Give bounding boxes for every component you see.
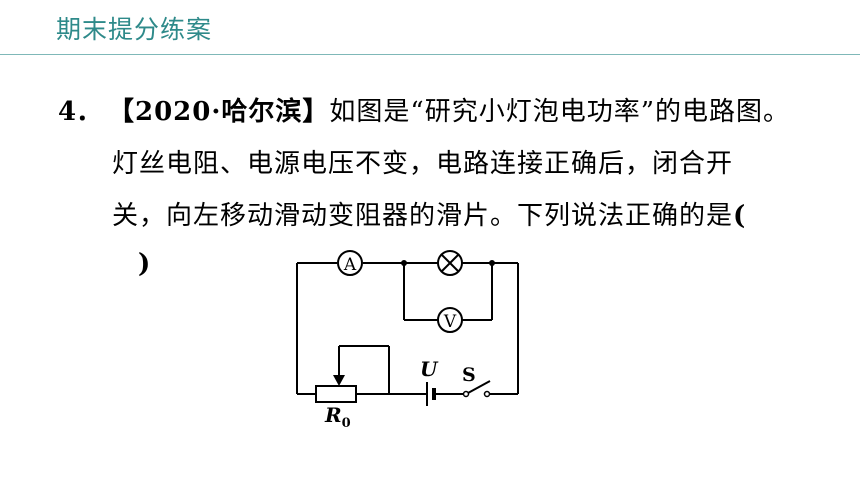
question-line-3: 关，向左移动滑动变阻器的滑片。下列说法正确的是(: [112, 195, 746, 232]
question-line-3-text: 关，向左移动滑动变阻器的滑片。下列说法正确的是: [112, 201, 734, 231]
voltmeter-icon: V: [437, 307, 463, 333]
junction-left: [401, 260, 407, 266]
answer-paren-open: (: [733, 201, 747, 231]
rheostat-label: R0: [324, 403, 351, 431]
rheostat-subscript: 0: [342, 416, 351, 431]
lamp-icon: [437, 250, 463, 276]
slider-arrow-head: [333, 375, 345, 386]
answer-paren-close: ): [138, 249, 152, 279]
voltmeter-label: V: [443, 312, 457, 332]
header-title: 期末提分练案: [56, 15, 213, 44]
battery-icon: [426, 382, 436, 406]
question-line-1-text: 如图是“研究小灯泡电功率”的电路图。: [329, 97, 791, 127]
question-source: 【2020·哈尔滨】: [108, 97, 330, 127]
header-divider: [0, 54, 860, 55]
switch-label: S: [462, 364, 476, 386]
switch-icon: [462, 380, 491, 398]
ammeter-label: A: [343, 255, 357, 275]
rheostat-icon: [315, 375, 357, 403]
question-line-1: 【2020·哈尔滨】如图是“研究小灯泡电功率”的电路图。: [108, 91, 790, 128]
question-line-2: 灯丝电阻、电源电压不变，电路连接正确后，闭合开: [112, 149, 734, 179]
ammeter-icon: A: [337, 250, 363, 276]
source-label: U: [420, 357, 439, 381]
junction-right: [489, 260, 495, 266]
question-number: 4．: [58, 97, 103, 127]
